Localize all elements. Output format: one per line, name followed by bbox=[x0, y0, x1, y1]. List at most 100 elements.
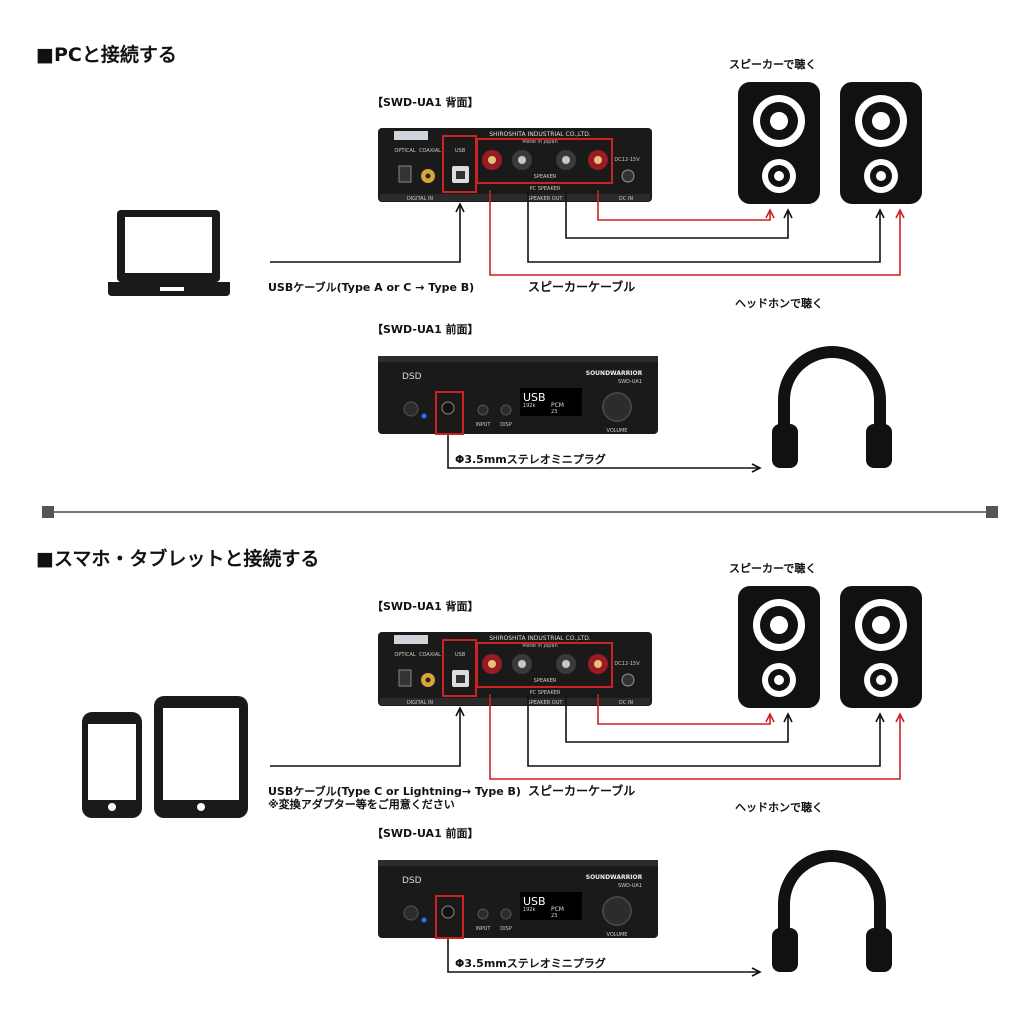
dc-voltage-text: DC12-15V bbox=[614, 661, 640, 667]
front-model-text: SWD-UA1 bbox=[618, 883, 642, 889]
oled-display bbox=[520, 388, 582, 416]
pc-speaker-text: PC SPEAKER bbox=[530, 186, 561, 192]
input-label: INPUT bbox=[476, 422, 492, 428]
cable-lines bbox=[270, 694, 905, 977]
input-label: INPUT bbox=[476, 926, 492, 932]
headphone-highlight-box bbox=[435, 895, 464, 939]
optical-port bbox=[398, 669, 412, 687]
display-rate-text: 192k bbox=[523, 907, 536, 913]
cable-lines bbox=[270, 190, 905, 473]
volume-knob[interactable] bbox=[602, 392, 632, 422]
rear-made-in-text: Made in Japan bbox=[522, 643, 557, 649]
dc-jack bbox=[621, 169, 635, 183]
usb-cable-label: USBケーブル(Type A or C → Type B) bbox=[268, 281, 475, 294]
headphone-highlight-box bbox=[435, 391, 464, 435]
dc-jack bbox=[621, 673, 635, 687]
front-brand-text: SOUNDWARRIOR bbox=[586, 874, 643, 881]
diagram-canvas: SHIROSHITA INDUSTRIAL CO.,LTD. Made in J… bbox=[108, 82, 922, 473]
laptop-icon bbox=[108, 210, 230, 296]
input-button[interactable] bbox=[477, 908, 489, 920]
speaker-terminals bbox=[482, 654, 608, 674]
speaker-text: SPEAKER bbox=[534, 678, 557, 684]
section-heading: ■スマホ・タブレットと接続する bbox=[36, 548, 320, 570]
usb-cable-label: USBケーブル(Type C or Lightning→ Type B) bbox=[268, 785, 521, 798]
speaker-cable-label: スピーカーケーブル bbox=[528, 784, 636, 798]
rear-panel-label: 【SWD-UA1 背面】 bbox=[372, 600, 479, 613]
input-button[interactable] bbox=[477, 404, 489, 416]
diagram-canvas: SHIROSHITA INDUSTRIAL CO.,LTD. Made in J… bbox=[82, 586, 922, 977]
headphone-caption: ヘッドホンで聴く bbox=[735, 801, 823, 814]
speaker-right-icon bbox=[840, 82, 922, 204]
power-button[interactable] bbox=[403, 905, 419, 921]
volume-label: VOLUME bbox=[607, 932, 628, 938]
coaxial-label: COAXIAL bbox=[419, 652, 441, 658]
plug-label: Φ3.5mmステレオミニプラグ bbox=[455, 453, 606, 466]
display-volume-text: 23 bbox=[551, 409, 557, 415]
disp-label: DISP bbox=[500, 926, 512, 932]
coaxial-label: COAXIAL bbox=[419, 148, 441, 154]
rear-panel-device: SHIROSHITA INDUSTRIAL CO.,LTD. Made in J… bbox=[378, 128, 652, 202]
speaker-highlight-box bbox=[476, 642, 613, 688]
front-panel-label: 【SWD-UA1 前面】 bbox=[372, 323, 479, 336]
rear-made-in-text: Made in Japan bbox=[522, 139, 557, 145]
connection-section: ■スマホ・タブレットと接続する 【SWD-UA1 背面】 スピーカーで聴く US… bbox=[0, 504, 1024, 1004]
power-led bbox=[421, 413, 427, 419]
speaker-caption: スピーカーで聴く bbox=[729, 58, 817, 71]
display-volume-text: 23 bbox=[551, 913, 557, 919]
optical-port bbox=[398, 165, 412, 183]
dc-voltage-text: DC12-15V bbox=[614, 157, 640, 163]
front-panel-device: DSD SOUNDWARRIOR SWD-UA1 INPUT DISP USB … bbox=[378, 356, 658, 435]
pc-speaker-text: PC SPEAKER bbox=[530, 690, 561, 696]
speaker-out-text: SPEAKER OUT bbox=[528, 700, 564, 706]
dsd-logo: DSD bbox=[402, 876, 422, 886]
front-panel-label: 【SWD-UA1 前面】 bbox=[372, 827, 479, 840]
speaker-right-icon bbox=[840, 586, 922, 708]
disp-button[interactable] bbox=[500, 404, 512, 416]
disp-button[interactable] bbox=[500, 908, 512, 920]
speaker-text: SPEAKER bbox=[534, 174, 557, 180]
speaker-highlight-box bbox=[476, 138, 613, 184]
speaker-cable-label: スピーカーケーブル bbox=[528, 280, 636, 294]
headphone-jack bbox=[441, 905, 455, 919]
optical-label: OPTICAL bbox=[394, 148, 415, 154]
power-led bbox=[421, 917, 427, 923]
speaker-left-icon bbox=[738, 82, 820, 204]
front-panel-device: DSD SOUNDWARRIOR SWD-UA1 INPUT DISP USB … bbox=[378, 860, 658, 939]
rear-usb-label: USB bbox=[455, 148, 466, 154]
display-rate-text: 192k bbox=[523, 403, 536, 409]
digital-in-text: DIGITAL IN bbox=[407, 700, 434, 706]
speaker-out-text: SPEAKER OUT bbox=[528, 196, 564, 202]
dsd-logo: DSD bbox=[402, 372, 422, 382]
headphones-icon bbox=[772, 850, 892, 972]
section-divider bbox=[42, 506, 998, 520]
disp-label: DISP bbox=[500, 422, 512, 428]
dc-in-text: DC IN bbox=[619, 700, 633, 706]
rear-usb-label: USB bbox=[455, 652, 466, 658]
display-source-text: USB bbox=[523, 895, 546, 908]
plug-label: Φ3.5mmステレオミニプラグ bbox=[455, 957, 606, 970]
volume-label: VOLUME bbox=[607, 428, 628, 434]
speaker-caption: スピーカーで聴く bbox=[729, 562, 817, 575]
display-source-text: USB bbox=[523, 391, 546, 404]
speaker-terminals bbox=[482, 150, 608, 170]
optical-label: OPTICAL bbox=[394, 652, 415, 658]
volume-knob[interactable] bbox=[602, 896, 632, 926]
section-heading: ■PCと接続する bbox=[36, 44, 177, 66]
display-format-text: PCM bbox=[551, 906, 564, 913]
power-button[interactable] bbox=[403, 401, 419, 417]
rear-brand-text: SHIROSHITA INDUSTRIAL CO.,LTD. bbox=[489, 635, 591, 642]
dc-in-text: DC IN bbox=[619, 196, 633, 202]
usb-note: ※変換アダプター等をご用意ください bbox=[268, 798, 455, 811]
rear-brand-text: SHIROSHITA INDUSTRIAL CO.,LTD. bbox=[489, 131, 591, 138]
rear-panel-device: SHIROSHITA INDUSTRIAL CO.,LTD. Made in J… bbox=[378, 632, 652, 706]
front-brand-text: SOUNDWARRIOR bbox=[586, 370, 643, 377]
oled-display bbox=[520, 892, 582, 920]
rear-panel-label: 【SWD-UA1 背面】 bbox=[372, 96, 479, 109]
display-format-text: PCM bbox=[551, 402, 564, 409]
front-model-text: SWD-UA1 bbox=[618, 379, 642, 385]
headphone-caption: ヘッドホンで聴く bbox=[735, 297, 823, 310]
connection-section: ■PCと接続する 【SWD-UA1 背面】 スピーカーで聴く USBケーブル(T… bbox=[0, 0, 1024, 500]
headphones-icon bbox=[772, 346, 892, 468]
speaker-left-icon bbox=[738, 586, 820, 708]
headphone-jack bbox=[441, 401, 455, 415]
